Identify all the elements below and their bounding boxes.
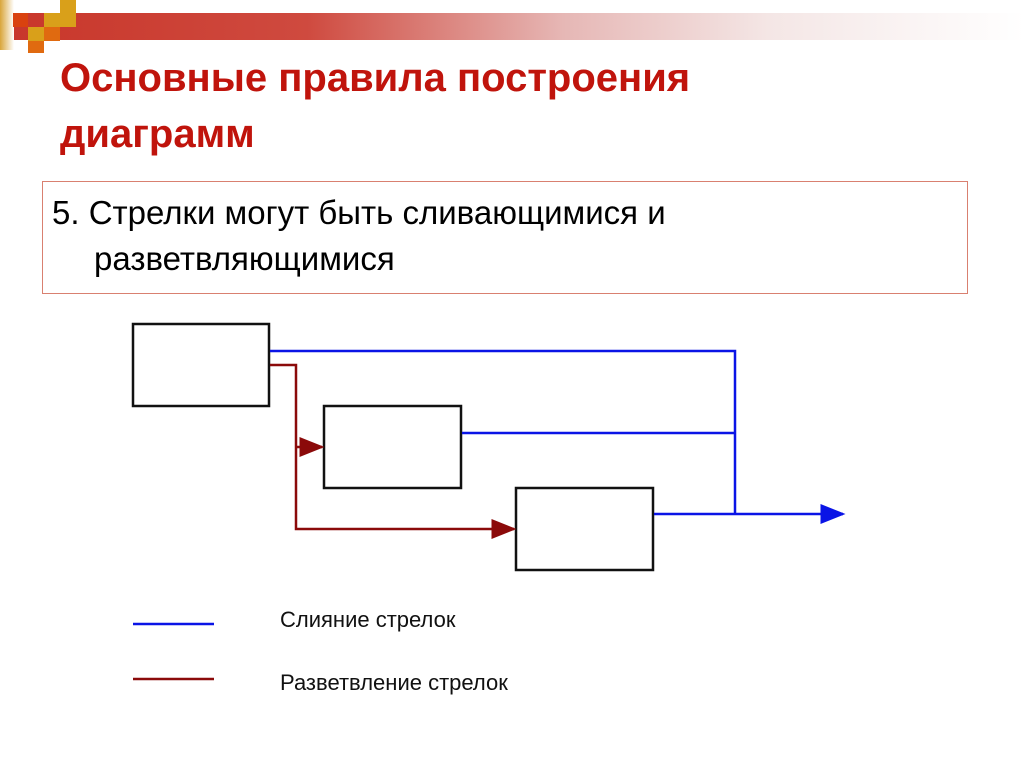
branch-arrows [270,363,517,539]
process-box-3 [514,486,655,572]
rule-line-1: 5. Стрелки могут быть сливающимися и [52,194,666,231]
process-box-1 [131,322,271,408]
process-box-2 [322,404,463,490]
legend-merge-label: Слияние стрелок [280,607,456,632]
title-line-2: диаграмм [60,112,255,156]
header-gradient-bar [0,13,1024,40]
legend-branch-label: Разветвление стрелок [280,670,508,695]
rule-text: 5. Стрелки могут быть сливающимися и раз… [52,190,666,282]
slide-title: Основные правила построения диаграмм [60,50,960,162]
title-line-1: Основные правила построения [60,56,691,100]
merge-arrows [270,349,846,524]
rule-line-2: разветвляющимися [94,240,395,277]
rule-frame [42,181,968,294]
